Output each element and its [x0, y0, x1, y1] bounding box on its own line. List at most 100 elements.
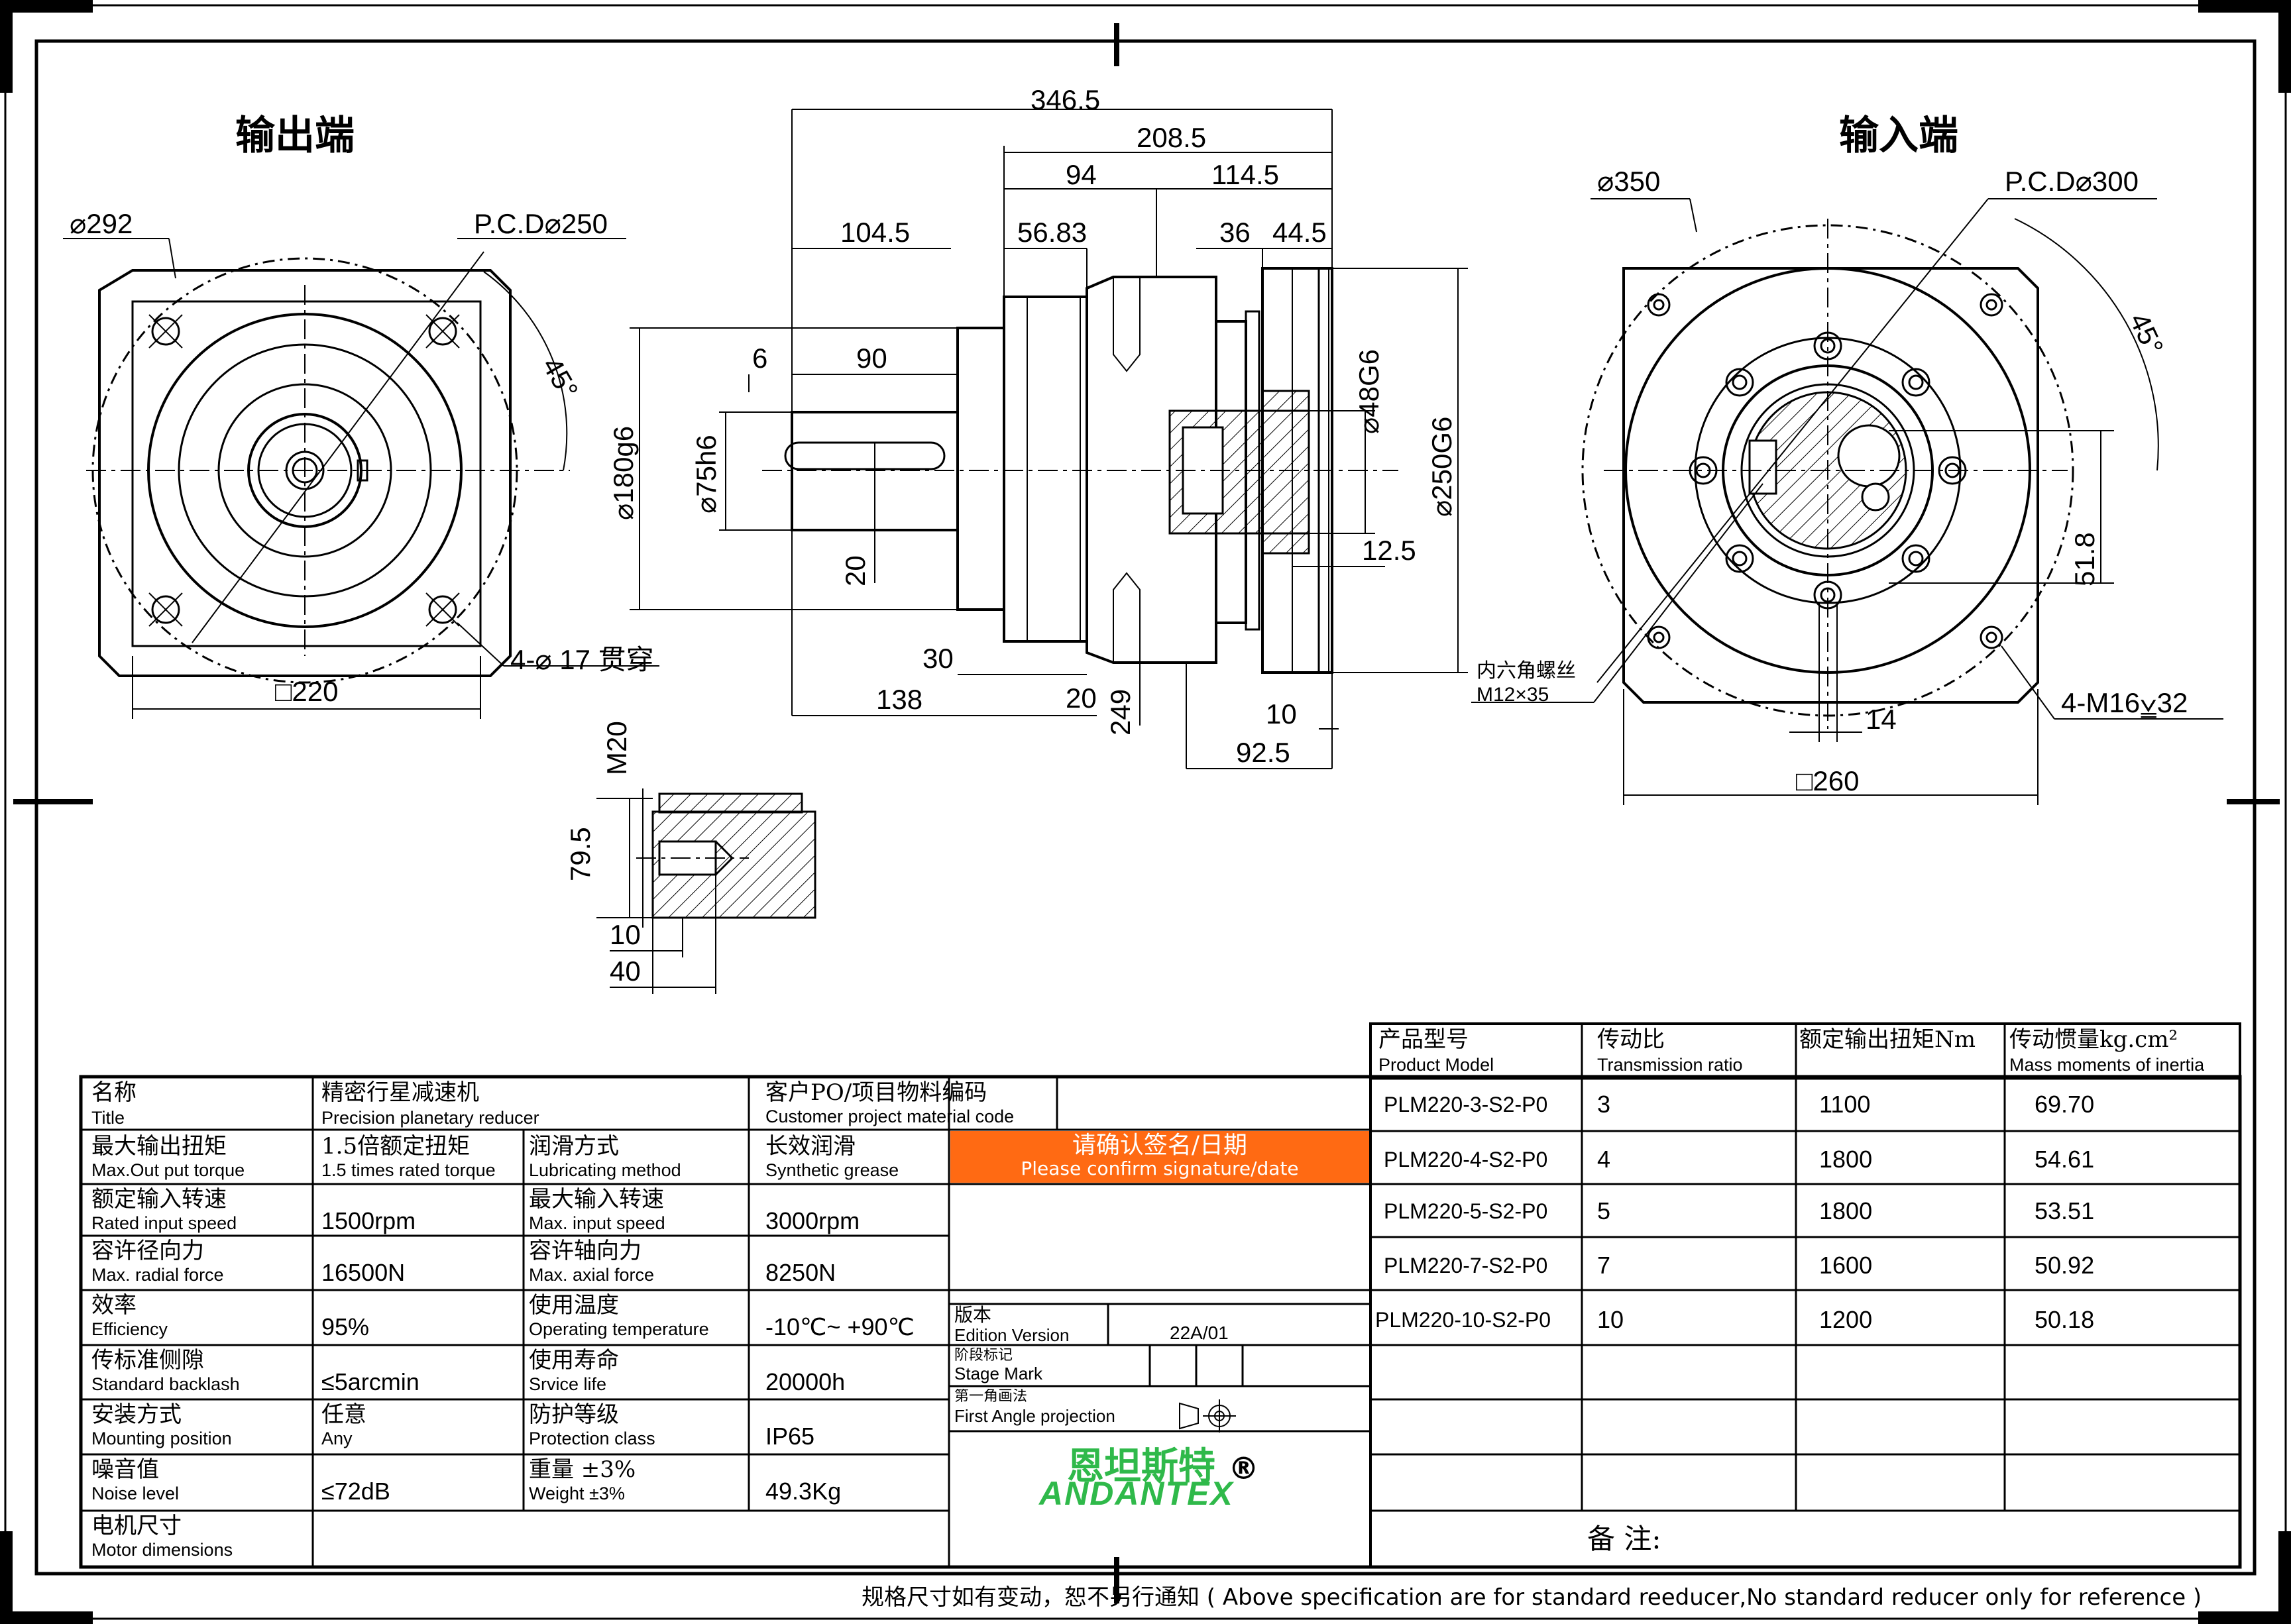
spec-value-en: 1.5 times rated torque: [321, 1160, 496, 1180]
brand-logo-en: ANDANTEX: [1039, 1475, 1234, 1512]
brand-logo-cn: 恩坦斯特 ®: [1067, 1436, 1259, 1490]
spec-label-en: Max. radial force: [91, 1265, 224, 1285]
dim-249: 249: [1105, 689, 1136, 735]
output-pcd: P.C.D⌀250: [474, 208, 608, 239]
input-angle: 45°: [2123, 308, 2169, 359]
key-40: 40: [610, 955, 641, 987]
model-name-cell: PLM220-3-S2-P0: [1384, 1093, 1548, 1116]
spec-value-en: Any: [321, 1429, 353, 1448]
model-value-cell: 1600: [1819, 1252, 1873, 1279]
input-square: □260: [1796, 765, 1859, 796]
spec-value: -10℃~ +90℃: [765, 1314, 915, 1340]
spec-label-zh: 效率: [91, 1293, 137, 1318]
dim-346-5: 346.5: [1031, 84, 1100, 115]
dim-10: 10: [1266, 698, 1297, 730]
output-end-view: [63, 238, 659, 719]
model-header-en: Mass moments of inertia: [2009, 1055, 2205, 1075]
spec-label-zh: 最大输入转速: [529, 1187, 664, 1212]
model-header-en: Transmission ratio: [1597, 1055, 1743, 1075]
side-view: [630, 109, 1468, 769]
spec-value: ≤5arcmin: [321, 1369, 419, 1395]
dim-20b: 20: [1066, 682, 1097, 714]
spec-label-en: Lubricating method: [529, 1160, 681, 1180]
model-value-cell: 50.18: [2035, 1307, 2095, 1333]
brand-logo-cn-text: 恩坦斯特: [1067, 1445, 1215, 1488]
product-name-en: Precision planetary reducer: [321, 1108, 539, 1128]
model-value-cell: 1800: [1819, 1146, 1873, 1173]
input-end-view: [1471, 198, 2223, 805]
model-name-cell: PLM220-4-S2-P0: [1384, 1148, 1548, 1171]
projection-en: First Angle projection: [954, 1406, 1115, 1426]
model-value-cell: 1100: [1819, 1091, 1871, 1118]
model-name-cell: PLM220-7-S2-P0: [1384, 1254, 1548, 1277]
key-79-5: 79.5: [565, 827, 596, 881]
spec-value-en: Synthetic grease: [765, 1160, 899, 1180]
spec-label-en: Srvice life: [529, 1374, 607, 1394]
screw-label: 内六角螺丝: [1477, 659, 1576, 682]
dim-138: 138: [876, 684, 922, 715]
spec-label-en: Protection class: [529, 1429, 655, 1448]
spec-value: IP65: [765, 1423, 815, 1450]
dim-56-83: 56.83: [1017, 217, 1087, 248]
model-value-cell: 54.61: [2035, 1146, 2095, 1173]
edition-value: 22A/01: [1170, 1323, 1229, 1343]
spec-value: 20000h: [765, 1369, 846, 1395]
model-header-zh: 产品型号: [1378, 1027, 1469, 1052]
spec-label-en: Efficiency: [91, 1319, 168, 1339]
customer-code-en: Customer project material code: [765, 1107, 1015, 1126]
stage-en: Stage Mark: [954, 1364, 1042, 1383]
spec-label-en: Max.Out put torque: [91, 1160, 245, 1180]
dim-48-g6: ⌀48G6: [1353, 349, 1384, 434]
spec-label-zh: 额定输入转速: [91, 1187, 227, 1212]
spec-label-zh: 容许径向力: [91, 1238, 204, 1264]
title-label-zh: 名称: [91, 1080, 137, 1105]
output-end-title: 输出端: [235, 113, 355, 159]
model-name-cell: PLM220-10-S2-P0: [1375, 1308, 1551, 1332]
model-value-cell: 10: [1597, 1307, 1624, 1333]
spec-label-zh: 重量 ±3%: [529, 1457, 636, 1482]
key-10: 10: [610, 919, 641, 950]
input-pcd: P.C.D⌀300: [2005, 166, 2139, 197]
confirm-zh: 请确认签名/日期: [1072, 1132, 1248, 1159]
dim-180-g6: ⌀180g6: [608, 426, 639, 520]
spec-label-en: Max. input speed: [529, 1213, 665, 1233]
output-holes: 4-⌀ 17 贯穿: [510, 644, 654, 675]
confirm-signature-box[interactable]: 请确认签名/日期 Please confirm signature/date: [950, 1131, 1369, 1183]
spec-label-zh: 防护等级: [529, 1402, 619, 1427]
registered-mark: ®: [1228, 1450, 1259, 1486]
dim-208-5: 208.5: [1137, 122, 1206, 153]
dim-6: 6: [752, 343, 767, 374]
spec-label-en: Noise level: [91, 1484, 180, 1503]
model-header-zh: 额定输出扭矩Nm: [1799, 1027, 1976, 1052]
edition-en: Edition Version: [954, 1325, 1070, 1345]
spec-label-zh: 使用温度: [529, 1293, 619, 1318]
key-detail: [596, 788, 816, 994]
spec-label-en: Weight ±3%: [529, 1484, 625, 1503]
input-end-title: 输入端: [1839, 113, 1958, 159]
dim-30: 30: [922, 643, 954, 674]
spec-value-zh: 长效润滑: [765, 1134, 856, 1159]
customer-code-zh: 客户PO/项目物料编码: [765, 1080, 987, 1105]
spec-label-zh: 安装方式: [91, 1402, 182, 1427]
input-51-8: 51.8: [2069, 532, 2100, 586]
spec-label-zh: 容许轴向力: [529, 1238, 642, 1264]
spec-label-en: Max. axial force: [529, 1265, 655, 1285]
key-thread: M20: [601, 721, 632, 775]
title-label-en: Title: [91, 1108, 125, 1128]
dim-90: 90: [856, 343, 887, 374]
dim-94: 94: [1066, 159, 1097, 190]
spec-label-zh: 最大输出扭矩: [91, 1134, 227, 1159]
spec-value-zh: 1.5倍额定扭矩: [321, 1134, 471, 1159]
screw-spec: M12×35: [1477, 684, 1549, 706]
spec-label-en: Motor dimensions: [91, 1540, 233, 1560]
title-block-grid: [79, 1022, 2242, 1569]
dim-44-5: 44.5: [1272, 217, 1327, 248]
spec-label-en: Rated input speed: [91, 1213, 237, 1233]
model-value-cell: 1200: [1819, 1307, 1873, 1333]
spec-value: 95%: [321, 1314, 370, 1340]
spec-value: 3000rpm: [765, 1208, 860, 1234]
spec-label-en: Mounting position: [91, 1429, 232, 1448]
spec-label-en: Operating temperature: [529, 1319, 709, 1339]
model-header-en: Product Model: [1378, 1055, 1494, 1075]
